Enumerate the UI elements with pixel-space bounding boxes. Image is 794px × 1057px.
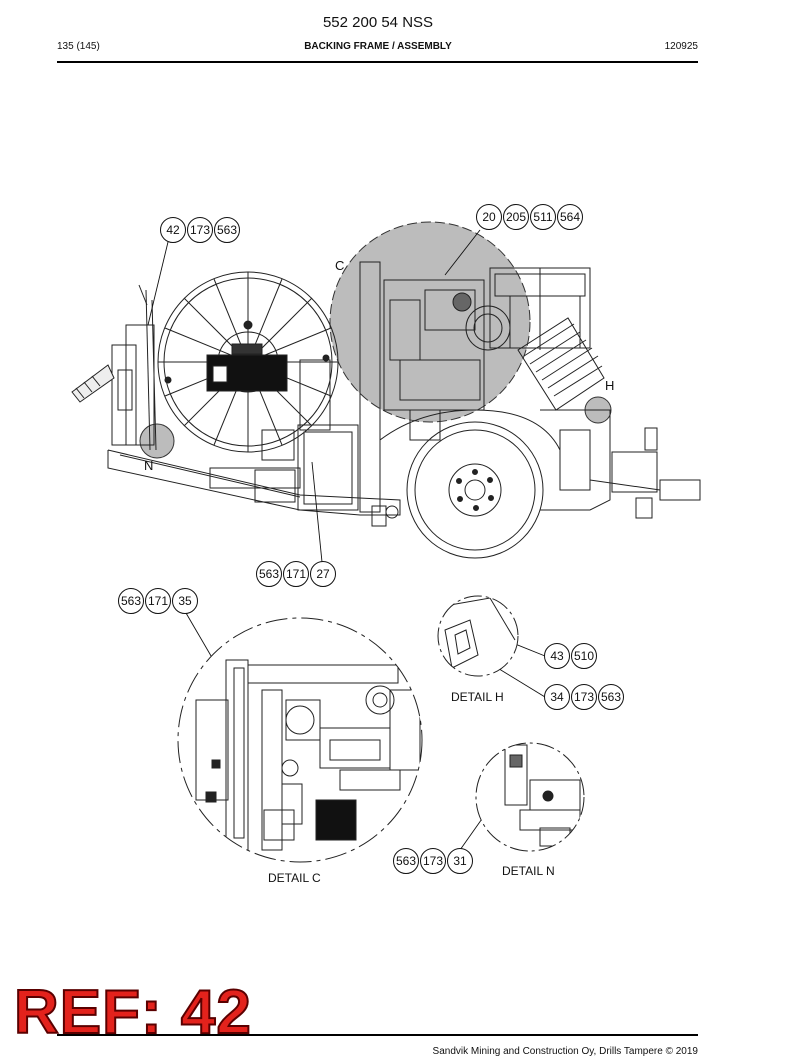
engine-block xyxy=(359,261,591,527)
detail-n-label: DETAIL N xyxy=(502,864,555,878)
callout-group-detail-h-lower: 34 173 563 xyxy=(544,684,624,710)
main-machine-view xyxy=(71,221,701,559)
document-date: 120925 xyxy=(664,41,698,52)
callout-group-detail-n: 563 173 31 xyxy=(393,848,473,874)
callout-group-mid: 563 171 27 xyxy=(256,561,336,587)
callout-group-top-left: 42 173 563 xyxy=(160,217,240,243)
callout-bubble: 173 xyxy=(574,690,594,704)
detail-c-view xyxy=(177,617,423,863)
callout-bubble: 42 xyxy=(166,223,180,237)
callout-group-top-right: 20 205 511 564 xyxy=(476,204,583,230)
document-number: 552 200 54 NSS xyxy=(322,14,434,31)
detail-h-label: DETAIL H xyxy=(451,690,504,704)
callout-bubble: 31 xyxy=(453,854,467,868)
callout-bubble: 35 xyxy=(178,594,192,608)
callout-bubble: 20 xyxy=(482,210,496,224)
detail-c-label: DETAIL C xyxy=(268,871,321,885)
callout-bubble: 205 xyxy=(506,210,526,224)
document-title: BACKING FRAME / ASSEMBLY xyxy=(304,41,452,52)
page-count: 135 (145) xyxy=(57,41,100,52)
footer-copyright: Sandvik Mining and Construction Oy, Dril… xyxy=(432,1046,698,1057)
callout-group-detail-c: 563 171 35 xyxy=(118,588,198,614)
rear-wheel xyxy=(379,409,561,559)
towing-drawbar xyxy=(540,409,701,519)
callout-bubble: 563 xyxy=(121,594,141,608)
detail-letter-n: N xyxy=(144,458,153,473)
footer-rule xyxy=(57,1034,698,1036)
callout-bubble: 34 xyxy=(550,690,564,704)
callout-bubble: 563 xyxy=(396,854,416,868)
callout-bubble: 510 xyxy=(574,649,594,663)
callout-bubble: 27 xyxy=(316,567,330,581)
detail-n-view xyxy=(475,742,585,852)
detail-letter-h: H xyxy=(605,378,614,393)
hose-support-mast xyxy=(71,284,157,451)
callout-group-detail-h-upper: 43 510 xyxy=(544,643,597,669)
detail-letter-c: C xyxy=(335,258,344,273)
callout-bubble: 171 xyxy=(148,594,168,608)
detail-h-view xyxy=(437,595,519,677)
header-rule xyxy=(57,61,698,63)
chassis-frame xyxy=(107,359,401,516)
callout-bubble: 563 xyxy=(217,223,237,237)
callout-bubble: 43 xyxy=(550,649,564,663)
ref-stamp: REF: 42 xyxy=(13,978,252,1047)
detail-n-highlight xyxy=(139,423,175,459)
callout-bubble: 563 xyxy=(259,567,279,581)
callout-bubble: 173 xyxy=(423,854,443,868)
callout-bubble: 173 xyxy=(190,223,210,237)
callout-bubble: 564 xyxy=(560,210,580,224)
callout-bubble: 563 xyxy=(601,690,621,704)
callout-bubble: 511 xyxy=(533,210,552,224)
electric-motor xyxy=(517,317,605,411)
callout-bubble: 171 xyxy=(286,567,306,581)
